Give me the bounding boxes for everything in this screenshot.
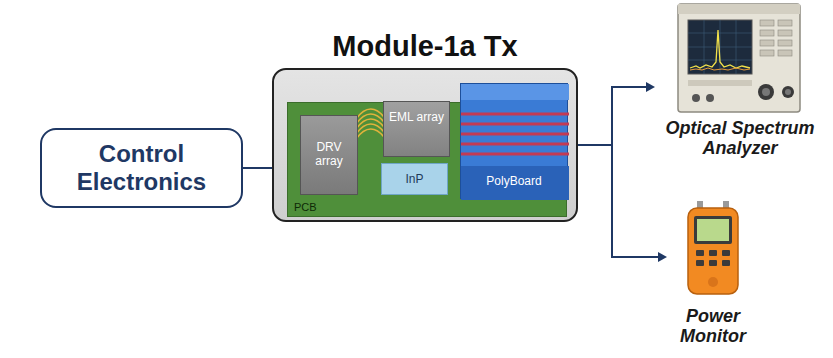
pcb-board: PCB DRV array EML arrayPolyBoard InP: [287, 102, 567, 217]
node-label: Optical Spectrum Analyzer: [655, 118, 825, 158]
inp-chip: InP: [381, 163, 448, 195]
driver-chip: DRV array: [300, 115, 358, 195]
node-label: Control Electronics: [48, 140, 235, 195]
polyboard-chip: PolyBoard: [460, 83, 568, 199]
node-label: PCB: [294, 201, 317, 214]
node-label: DRV array: [304, 140, 354, 168]
node-label: PolyBoard: [461, 174, 567, 188]
connector: [578, 145, 667, 262]
node-label: InP: [405, 172, 423, 186]
node-label: EML array: [387, 110, 446, 124]
node-label: Power Monitor: [667, 306, 759, 346]
connector: [243, 168, 272, 169]
module-box: Module-1a TxPCBDRV arrayEML arrayPolyBoa…: [272, 68, 578, 222]
laser-chip: EML array: [383, 101, 450, 157]
node-label: Module-1a Tx: [274, 29, 576, 63]
power-meter-icon: [685, 200, 741, 296]
spectrum-analyzer-icon: [676, 2, 802, 114]
control-box: Control Electronics: [40, 128, 243, 208]
connector: [578, 82, 655, 145]
power-monitor: Power Monitor: [667, 200, 759, 354]
icon: [685, 200, 759, 296]
spectrum-analyzer: Optical Spectrum Analyzer: [655, 2, 825, 164]
icon: [676, 2, 825, 114]
